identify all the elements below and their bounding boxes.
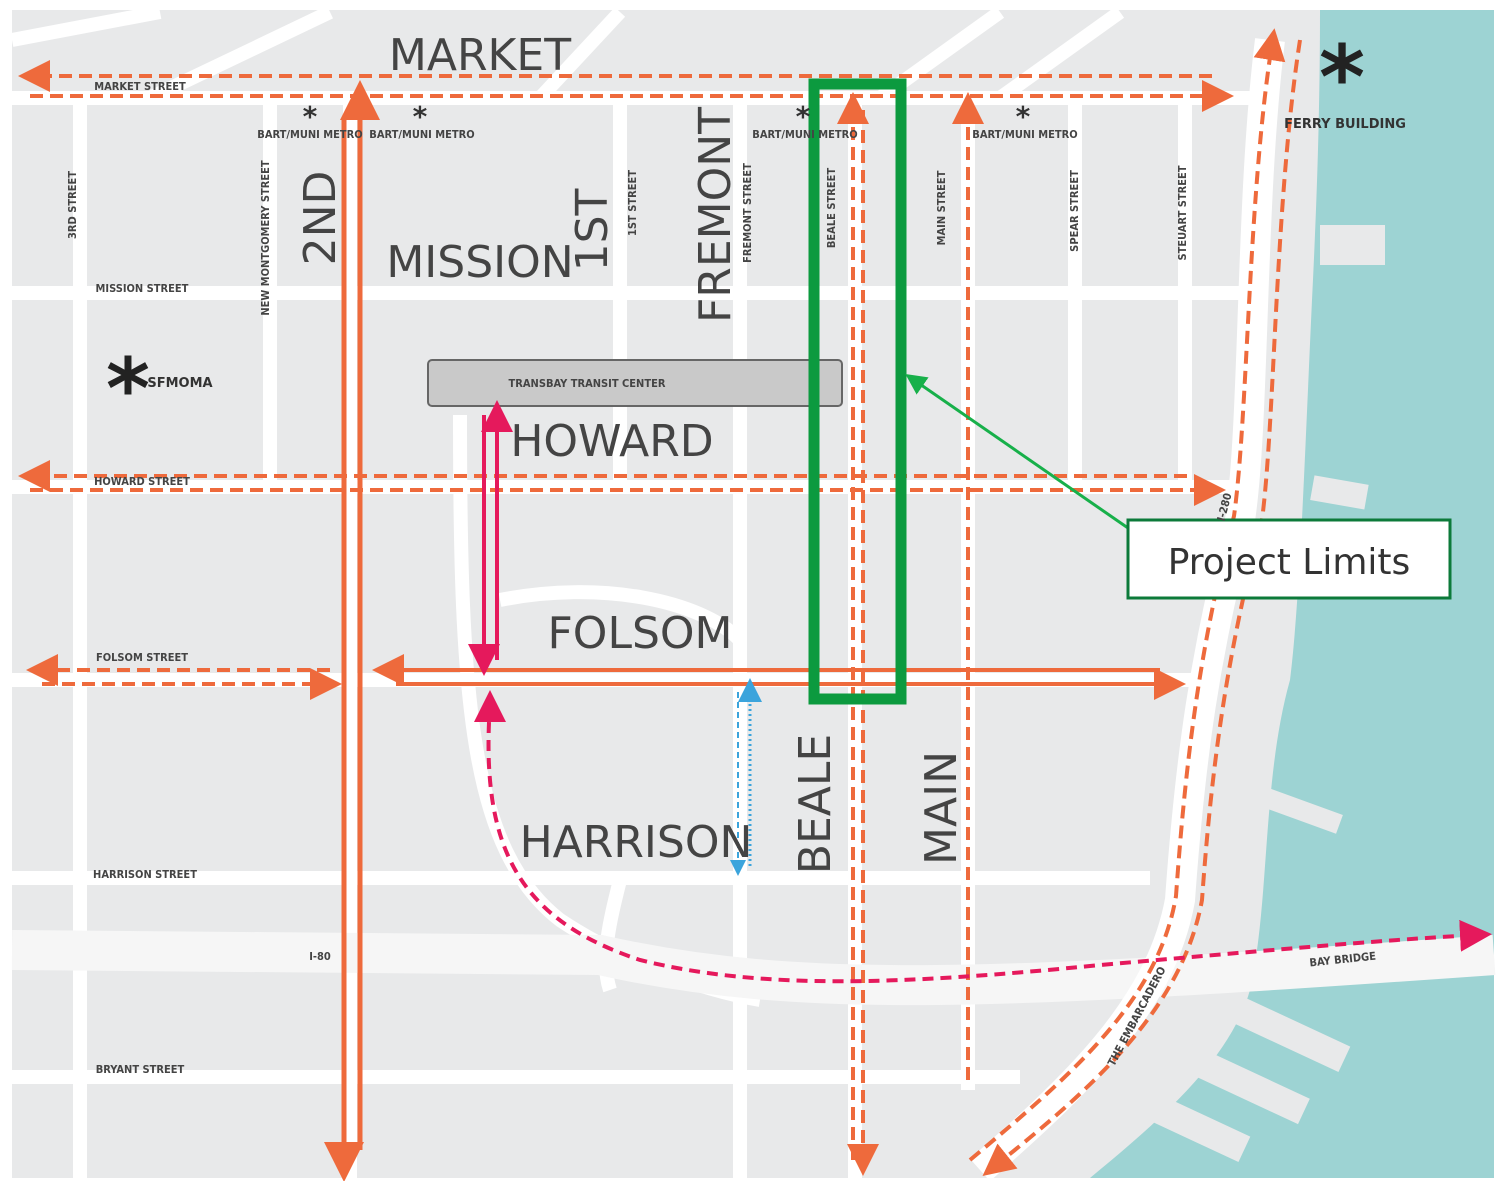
label-mission: MISSION [386, 237, 573, 288]
label-market: MARKET [389, 30, 571, 81]
detour-routes-magenta [468, 400, 1492, 984]
detour-routes-orange [18, 28, 1302, 1181]
label-harrison-street: HARRISON STREET [93, 868, 197, 881]
label-mission-street: MISSION STREET [96, 282, 189, 295]
sfmoma-asterisk-icon: * [106, 340, 150, 438]
project-limits-box [808, 78, 907, 705]
label-sfmoma: SFMOMA [147, 376, 212, 391]
label-2nd: 2ND [295, 171, 346, 266]
piers [1129, 225, 1385, 1163]
label-fremont-street: FREMONT STREET [741, 163, 754, 263]
transbay-label: TRANSBAY TRANSIT CENTER [509, 377, 666, 390]
label-steuart-street: STEUART STREET [1176, 165, 1189, 260]
label-howard-street: HOWARD STREET [94, 475, 190, 488]
metro-asterisk-icon: * [303, 100, 318, 133]
label-folsom-street: FOLSOM STREET [96, 651, 188, 664]
ferry-building-asterisk-icon: * [1319, 26, 1365, 129]
transbay-transit-center [427, 359, 843, 407]
label-beale: BEALE [790, 734, 841, 874]
label-spear-street: SPEAR STREET [1068, 170, 1081, 252]
detour-routes-blue [730, 678, 762, 876]
label-main: MAIN [916, 751, 967, 865]
label-beale-street: BEALE STREET [825, 168, 838, 248]
metro-stations: * BART/MUNI METRO * BART/MUNI METRO * BA… [257, 100, 1077, 141]
metro-asterisk-icon: * [796, 100, 811, 133]
label-harrison: HARRISON [520, 817, 753, 868]
label-metro-1: BART/MUNI METRO [257, 128, 362, 141]
metro-asterisk-icon: * [1016, 100, 1031, 133]
label-new-montgomery: NEW MONTGOMERY STREET [259, 160, 272, 316]
label-metro-4: BART/MUNI METRO [972, 128, 1077, 141]
label-howard: HOWARD [510, 416, 713, 467]
label-bryant-street: BRYANT STREET [96, 1063, 185, 1076]
label-ferry-building: FERRY BUILDING [1284, 117, 1406, 132]
label-metro-3: BART/MUNI METRO [752, 128, 857, 141]
label-1st-street: 1ST STREET [626, 170, 639, 236]
label-3rd-street: 3RD STREET [66, 171, 79, 239]
bay-water [1090, 10, 1494, 1178]
label-folsom: FOLSOM [548, 608, 733, 659]
label-metro-2: BART/MUNI METRO [369, 128, 474, 141]
callout-arrow [905, 374, 1129, 530]
metro-asterisk-icon: * [413, 100, 428, 133]
project-limits-callout [1126, 518, 1452, 600]
label-1st: 1ST [567, 188, 618, 271]
embarcadero-road [970, 38, 1285, 1181]
label-main-street: MAIN STREET [935, 170, 948, 245]
project-limits-label: Project Limits [1168, 542, 1411, 583]
label-fremont: FREMONT [690, 107, 741, 323]
label-market-street: MARKET STREET [94, 80, 186, 93]
label-i80: I-80 [309, 950, 331, 963]
